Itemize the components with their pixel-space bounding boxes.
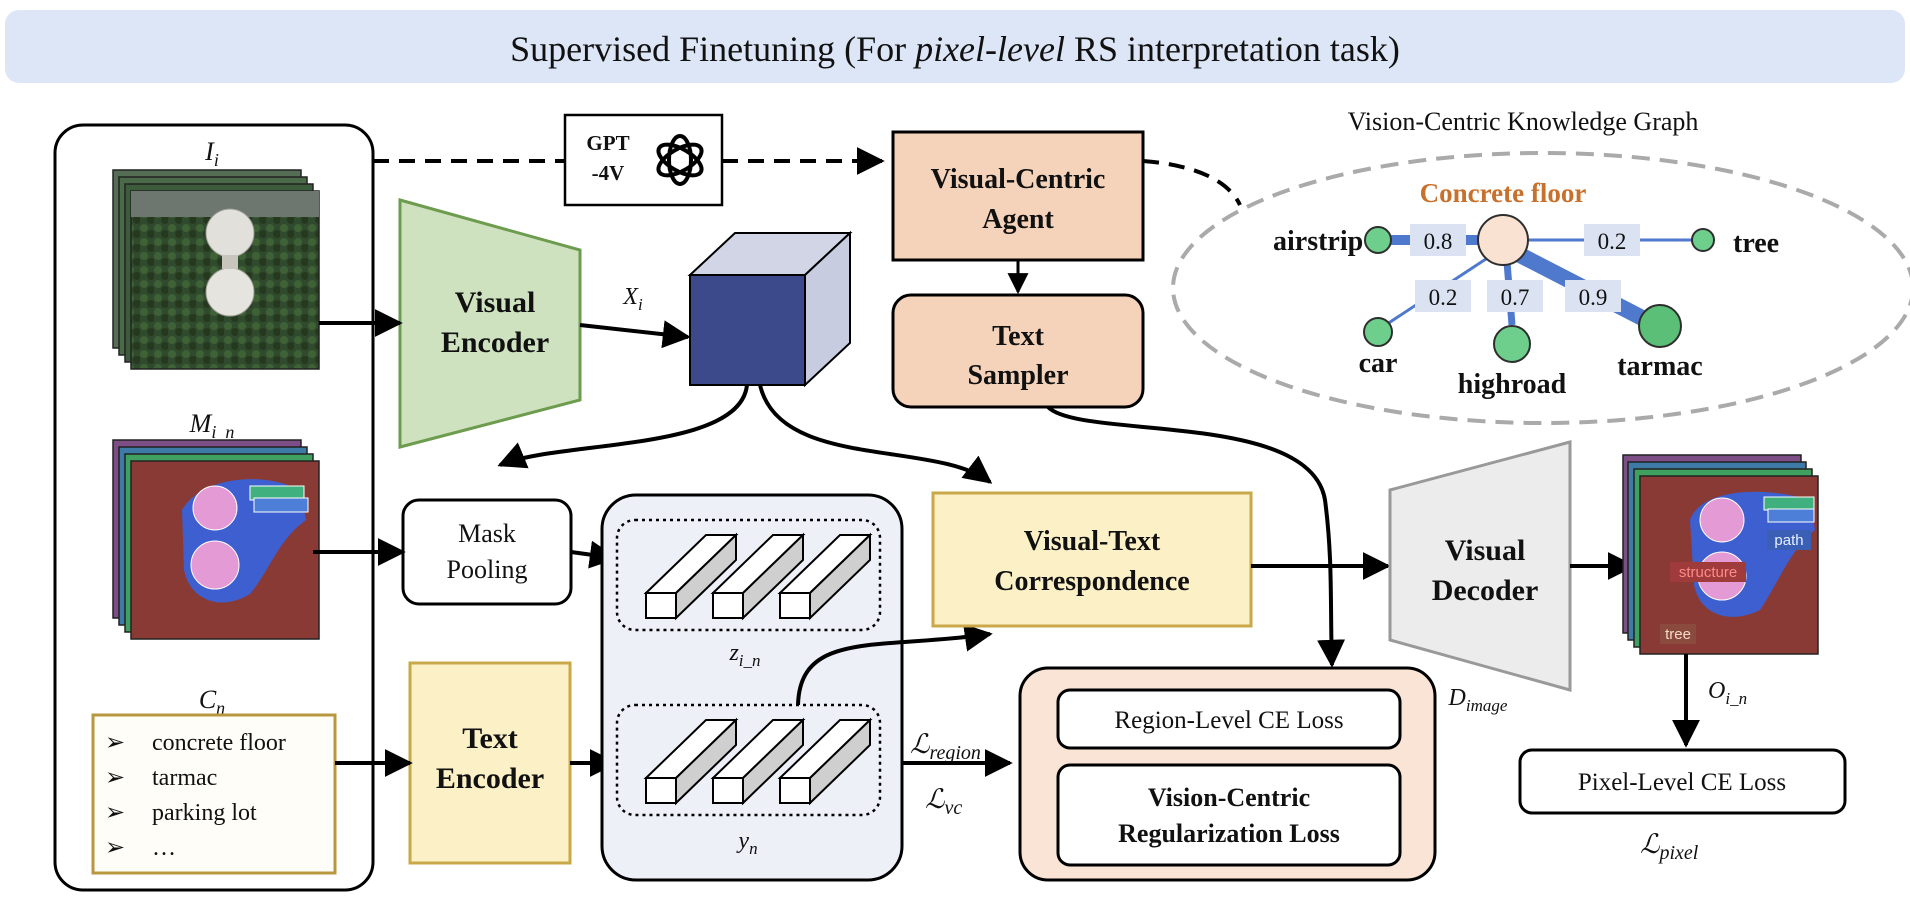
class-item: parking lot (152, 800, 257, 826)
kg-node (1363, 317, 1393, 347)
decoder-label-line1: Visual (1445, 534, 1526, 567)
class-item: concrete floor (152, 730, 286, 756)
kg-node-label: highroad (1458, 369, 1567, 400)
gpt-label-line1: GPT (586, 131, 629, 155)
text-embeddings-group (615, 703, 882, 817)
pixel-ce-loss-box: Pixel-Level CE Loss (1518, 748, 1847, 815)
arrow (796, 623, 993, 706)
arrow (579, 320, 691, 349)
gpt-label-line2: -4V (592, 161, 625, 185)
mask-pooling-line1: Mask (458, 519, 516, 548)
sampler-label-line1: Text (992, 321, 1045, 352)
kg-center-node (1477, 214, 1529, 266)
kg-node (1493, 325, 1531, 363)
bullet-arrow-icon: ➢ (105, 765, 125, 791)
kg-weight-label: 0.7 (1501, 285, 1530, 310)
output-tag: tree (1665, 626, 1691, 643)
kg-node-labels: airstrip tree car highroad tarmac (1273, 226, 1779, 400)
kg-weight-label: 0.9 (1579, 285, 1608, 310)
classes-label: Cn (199, 685, 225, 718)
output-label: Oi_n (1708, 678, 1747, 708)
dashed-connector (1142, 159, 1242, 206)
vc-loss-line1: Vision-Centric (1148, 783, 1310, 812)
kg-weight-label: 0.2 (1429, 285, 1458, 310)
arrow (758, 384, 993, 484)
class-item: tarmac (152, 765, 217, 791)
arrow (1046, 405, 1346, 668)
text-encoder-box: Text Encoder (408, 661, 572, 865)
agent-label-line2: Agent (982, 204, 1054, 235)
output-tag: path (1774, 532, 1803, 549)
header-banner: Supervised Finetuning (For pixel-level R… (5, 10, 1905, 83)
visual-centric-agent-box: Visual-Centric Agent (891, 130, 1145, 262)
y-label: yn (736, 828, 757, 858)
kg-center-label: Concrete floor (1420, 178, 1587, 208)
region-loss-symbol: ℒregion (910, 729, 981, 764)
visual-decoder-shape (1388, 440, 1572, 692)
correspondence-line2: Correspondence (994, 566, 1189, 597)
mask-pooling-box: Mask Pooling (401, 498, 573, 606)
page-title: Supervised Finetuning (For pixel-level R… (510, 29, 1400, 69)
kg-weights: 0.8 0.2 0.2 0.7 0.9 (1410, 224, 1640, 312)
correspondence-box: Visual-Text Correspondence (931, 491, 1253, 628)
class-item: … (152, 835, 176, 861)
region-embeddings-group (615, 518, 882, 632)
arrow (497, 384, 749, 469)
kg-node (1638, 304, 1682, 348)
mask-label: Mi_n (189, 409, 235, 442)
region-ce-loss-label: Region-Level CE Loss (1114, 707, 1343, 734)
mask-pooling-line2: Pooling (447, 555, 528, 584)
z-label: zi_n (728, 640, 760, 670)
input-mask-stack (112, 439, 320, 640)
kg-node-label: airstrip (1273, 226, 1363, 257)
region-embedding-bars (643, 532, 873, 621)
image-label: Ii (204, 137, 219, 170)
kg-node-label: tree (1733, 228, 1779, 259)
text-encoder-line2: Encoder (436, 762, 544, 795)
text-encoder-line1: Text (462, 722, 518, 755)
pixel-ce-loss-label: Pixel-Level CE Loss (1578, 769, 1786, 796)
kg-node-label: car (1359, 348, 1398, 379)
kg-nodes (1363, 214, 1715, 363)
feature-label: Xi (622, 284, 643, 314)
output-mask-stack: path structure tree (1622, 454, 1819, 655)
agent-label-line1: Visual-Centric (931, 164, 1106, 195)
kg-node (1691, 228, 1715, 252)
feature-cube (687, 230, 853, 388)
kg-node (1364, 226, 1392, 254)
input-image-stack (112, 169, 320, 370)
kg-node-label: tarmac (1617, 351, 1703, 382)
visual-encoder-shape (398, 198, 582, 449)
vc-loss-symbol: ℒvc (925, 784, 962, 819)
bullet-arrow-icon: ➢ (105, 835, 125, 861)
text-sampler-box: Text Sampler (891, 293, 1145, 409)
region-ce-loss-box: Region-Level CE Loss (1056, 688, 1402, 750)
bullet-arrow-icon: ➢ (105, 730, 125, 756)
class-list-box (91, 713, 337, 875)
pixel-loss-symbol: ℒpixel (1640, 829, 1699, 864)
openai-logo-icon (656, 134, 704, 186)
output-tag: structure (1679, 564, 1737, 581)
kg-weight-label: 0.2 (1598, 229, 1627, 254)
vc-regularization-loss-box: Vision-Centric Regularization Loss (1056, 763, 1402, 867)
correspondence-line1: Visual-Text (1024, 526, 1161, 557)
decoder-symbol: Dimage (1448, 685, 1508, 715)
visual-encoder-label-line2: Encoder (441, 326, 549, 359)
sampler-label-line2: Sampler (967, 360, 1068, 391)
class-list: ➢ concrete floor ➢ tarmac ➢ parking lot … (105, 730, 286, 861)
visual-encoder-label-line1: Visual (455, 286, 536, 319)
text-embedding-bars (643, 717, 873, 806)
kg-title: Vision-Centric Knowledge Graph (1348, 107, 1699, 136)
decoder-label-line2: Decoder (1432, 574, 1539, 607)
bullet-arrow-icon: ➢ (105, 800, 125, 826)
kg-weight-label: 0.8 (1424, 229, 1453, 254)
vc-loss-line2: Regularization Loss (1118, 819, 1340, 848)
gpt4v-box: GPT -4V (563, 113, 724, 207)
